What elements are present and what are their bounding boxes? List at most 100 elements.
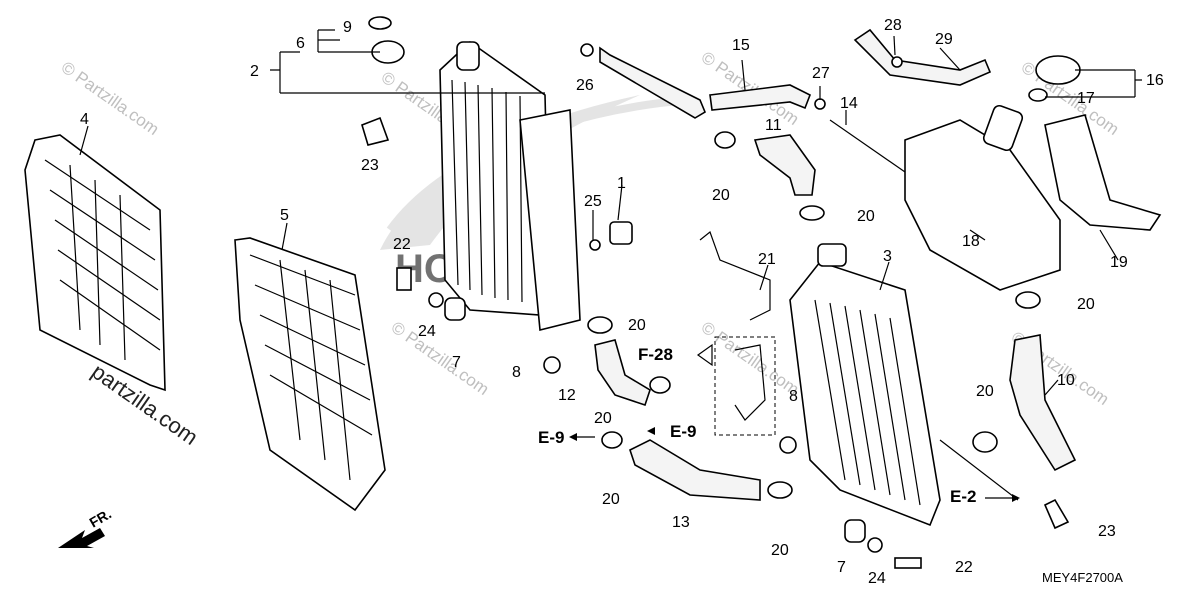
watermark: © Partzilla.com xyxy=(58,58,163,139)
part-25-washer xyxy=(589,239,601,251)
drawing-code: MEY4F2700A xyxy=(1042,570,1123,585)
callout-bracket-6 xyxy=(317,29,380,53)
callout-20-c: 20 xyxy=(1077,296,1095,313)
e9-left-arrowhead xyxy=(569,433,577,441)
part-3-right-radiator xyxy=(789,243,941,527)
part-24-washer xyxy=(428,292,444,308)
callout-16: 16 xyxy=(1146,72,1164,89)
callout-18: 18 xyxy=(962,233,980,250)
callout-9: 9 xyxy=(343,19,352,36)
callout-8-a: 8 xyxy=(512,364,521,381)
part-20-clamp xyxy=(587,316,613,334)
part-11-hose xyxy=(753,134,816,196)
part-5-right-shroud xyxy=(234,237,386,512)
part-22-bolt xyxy=(894,557,922,569)
ref-e9-left: E-9 xyxy=(538,428,564,447)
part-19-reservoir-cover xyxy=(1044,114,1162,231)
callout-3: 3 xyxy=(883,248,892,265)
part-7-grommet xyxy=(844,519,866,543)
watermark: © Partzilla.com xyxy=(388,318,493,399)
callout-15: 15 xyxy=(732,37,750,54)
callout-20-b: 20 xyxy=(857,208,875,225)
callout-22-b: 22 xyxy=(955,559,973,576)
front-direction-arrow: FR. xyxy=(58,505,114,548)
part-7-grommet xyxy=(444,297,466,321)
part-23-clip xyxy=(361,116,390,146)
callout-20-d: 20 xyxy=(628,317,646,334)
part-24-washer xyxy=(867,537,883,553)
part-2-left-radiator xyxy=(439,40,581,332)
part-9-o-ring xyxy=(368,16,392,30)
callout-29: 29 xyxy=(935,31,953,48)
callout-11: 11 xyxy=(765,117,782,134)
callout-8-b: 8 xyxy=(789,388,798,405)
callout-4: 4 xyxy=(80,111,89,128)
callout-20-a: 20 xyxy=(712,187,730,204)
part-20-clamp xyxy=(601,431,623,449)
part-1-bolt xyxy=(609,221,633,245)
part-23-clip xyxy=(1043,498,1070,530)
callout-24-b: 24 xyxy=(868,570,886,587)
ref-e9-right: E-9 xyxy=(670,422,696,441)
callout-19: 19 xyxy=(1110,254,1128,271)
callout-7-b: 7 xyxy=(837,559,846,576)
callout-bracket-16 xyxy=(1045,69,1142,98)
part-4-left-shroud xyxy=(24,134,166,392)
part-15-hose xyxy=(599,46,707,119)
callout-13: 13 xyxy=(672,514,690,531)
callout-bracket-2 xyxy=(270,51,545,94)
part-8-collar xyxy=(543,356,561,374)
part-29-breather-tube xyxy=(853,28,992,86)
callout-10: 10 xyxy=(1057,372,1075,389)
part-20-clamp xyxy=(649,376,671,394)
part-14-pipe xyxy=(829,119,906,173)
callout-20-h: 20 xyxy=(771,542,789,559)
callout-24-a: 24 xyxy=(418,323,436,340)
callout-17: 17 xyxy=(1077,90,1095,107)
e9-right-arrowhead xyxy=(647,427,655,435)
part-16-reservoir-cap xyxy=(1035,55,1081,85)
part-26-clip xyxy=(580,43,594,57)
part-20-clamp xyxy=(1015,291,1041,309)
part-18-reservoir-tank xyxy=(904,119,1061,291)
callout-23-b: 23 xyxy=(1098,523,1116,540)
callout-27: 27 xyxy=(812,65,830,82)
callout-20-g: 20 xyxy=(602,491,620,508)
leader-lines xyxy=(79,35,1119,396)
callout-5: 5 xyxy=(280,207,289,224)
callout-7-a: 7 xyxy=(452,354,461,371)
callout-26: 26 xyxy=(576,77,594,94)
callout-21: 21 xyxy=(758,251,776,268)
callout-2: 2 xyxy=(250,63,259,80)
callout-22-a: 22 xyxy=(393,236,411,253)
f28-arrow xyxy=(696,343,713,367)
callout-23-a: 23 xyxy=(361,157,379,174)
part-8-collar xyxy=(779,436,797,454)
ref-f28: F-28 xyxy=(638,345,673,364)
part-28-clip xyxy=(891,56,903,68)
part-20-clamp xyxy=(972,431,998,453)
part-13-hose xyxy=(629,439,761,501)
part-20-clamp xyxy=(799,205,825,221)
callout-20-e: 20 xyxy=(976,383,994,400)
callout-1: 1 xyxy=(617,175,626,192)
f28-inset-box xyxy=(714,336,776,436)
e2-arrowhead xyxy=(1012,494,1020,502)
part-20-clamp xyxy=(767,481,793,499)
watermark: © Partzilla.com xyxy=(698,318,803,399)
part-22-bolt xyxy=(396,267,412,291)
callout-28: 28 xyxy=(884,17,902,34)
reservoir-neck xyxy=(982,104,1024,152)
part-15-hose-b xyxy=(709,84,812,111)
f28-inset-part xyxy=(734,344,766,421)
part-12-hose xyxy=(594,339,651,407)
callout-20-f: 20 xyxy=(594,410,612,427)
part-17-gasket xyxy=(1028,88,1048,102)
callout-12: 12 xyxy=(558,387,576,404)
ref-e2: E-2 xyxy=(950,487,976,506)
front-label: FR. xyxy=(87,505,115,530)
part-10-hose xyxy=(1009,334,1077,472)
part-27-clip xyxy=(814,98,826,110)
callout-25: 25 xyxy=(584,193,602,210)
